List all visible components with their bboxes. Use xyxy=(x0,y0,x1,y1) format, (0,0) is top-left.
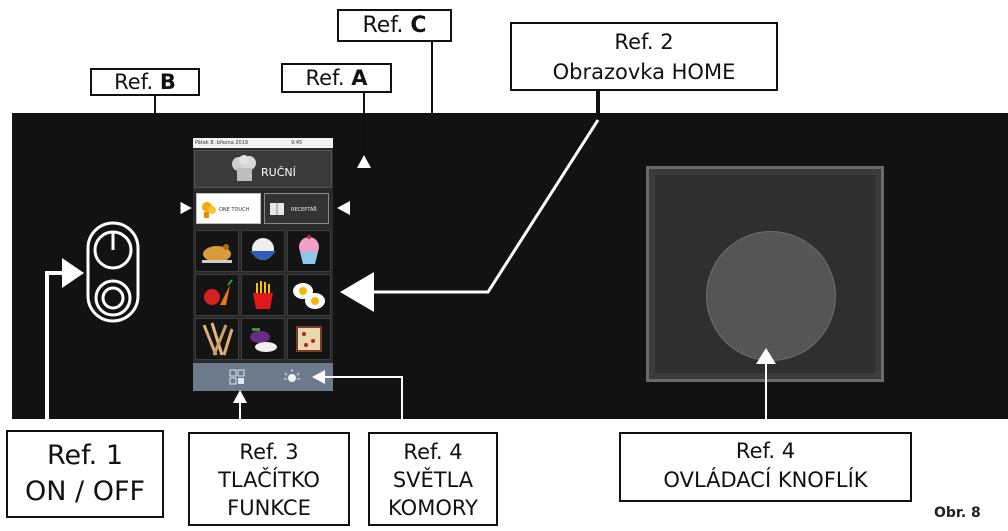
callout-ref-b: Ref. B xyxy=(90,68,200,96)
chamber-light-icon[interactable] xyxy=(283,368,301,386)
callout-ref-2: Ref. 2 Obrazovka HOME xyxy=(510,22,778,91)
screen-bottom-bar xyxy=(193,363,333,391)
tab-one-touch[interactable]: ONE TOUCH xyxy=(196,193,261,224)
category-roast-chicken[interactable] xyxy=(195,230,239,272)
eggplant-icon xyxy=(250,328,277,352)
category-vegetables[interactable] xyxy=(195,274,239,316)
manual-mode-label: RUČNÍ xyxy=(261,166,296,179)
vegetables-icon xyxy=(204,279,233,305)
callout-ref-3: Ref. 3 TLAČÍTKO FUNKCE xyxy=(188,432,350,526)
fries-icon xyxy=(253,281,273,309)
tab-one-touch-label: ONE TOUCH xyxy=(219,207,250,213)
category-eggs[interactable] xyxy=(287,274,331,316)
off-ring-icon xyxy=(94,279,132,317)
status-date: Pátek 8. března 2019 xyxy=(195,140,249,146)
manual-mode-button[interactable]: RUČNÍ xyxy=(194,150,332,188)
category-grill[interactable] xyxy=(241,318,285,360)
status-time: 9:45 xyxy=(291,140,303,146)
control-knob-frame xyxy=(646,166,884,382)
breadsticks-icon xyxy=(202,322,234,356)
roast-chicken-icon xyxy=(202,244,232,263)
callout-ref-4-knob: Ref. 4 OVLÁDACÍ KNOFLÍK xyxy=(619,432,912,502)
power-button[interactable] xyxy=(86,221,140,323)
category-desserts[interactable] xyxy=(287,230,331,272)
recipe-book-icon xyxy=(270,203,284,215)
food-category-grid xyxy=(193,228,333,363)
chef-hat-icon xyxy=(232,155,256,181)
callout-ref-1: Ref. 1 ON / OFF xyxy=(6,430,164,518)
callout-ref-4-lights: Ref. 4 SVĚTLA KOMORY xyxy=(368,432,498,526)
fried-eggs-icon xyxy=(293,283,325,309)
control-knob[interactable] xyxy=(706,231,836,361)
home-screen-arrow xyxy=(340,272,374,312)
category-fries[interactable] xyxy=(241,274,285,316)
rice-bowl-icon xyxy=(250,238,276,260)
callout-ref-c: Ref. C xyxy=(337,9,452,42)
status-bar: Pátek 8. března 2019 9:45 xyxy=(193,138,333,148)
figure-label: Obr. 8 xyxy=(934,505,981,521)
function-grid-icon[interactable] xyxy=(229,369,245,385)
cupcake-icon xyxy=(299,235,319,264)
one-touch-icon xyxy=(202,202,216,218)
category-pizza[interactable] xyxy=(287,318,331,360)
pizza-tray-icon xyxy=(296,326,322,352)
category-bread[interactable] xyxy=(195,318,239,360)
tab-recipes-label: RECEPTÁŘ xyxy=(291,207,317,213)
callout-ref-a: Ref. A xyxy=(281,63,392,93)
tab-recipes[interactable]: RECEPTÁŘ xyxy=(264,193,329,224)
category-rice[interactable] xyxy=(241,230,285,272)
home-screen: Pátek 8. března 2019 9:45 RUČNÍ ONE TOUC… xyxy=(193,138,333,391)
